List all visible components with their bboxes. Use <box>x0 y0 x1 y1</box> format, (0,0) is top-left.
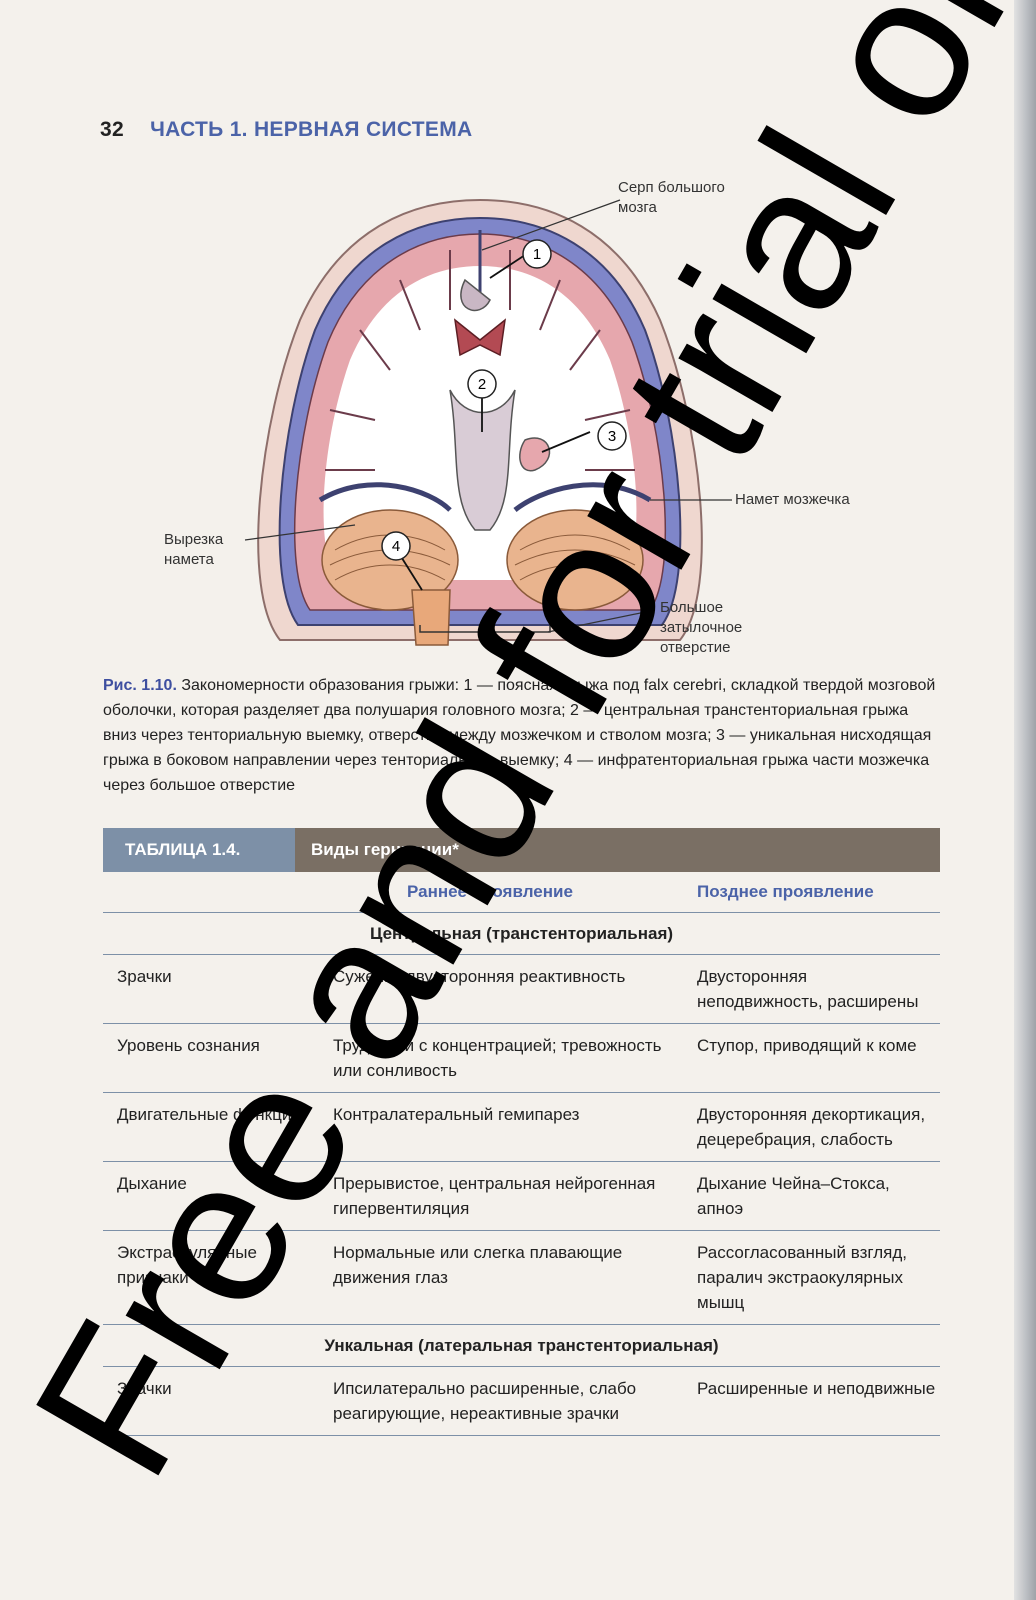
table-row: Дыхание Прерывистое, центральная нейроге… <box>103 1162 940 1231</box>
leader-lines <box>244 199 732 633</box>
markers: 1 2 3 4 <box>381 239 627 561</box>
col-header-sign <box>103 872 329 912</box>
figure-id: Рис. 1.10. <box>103 677 177 694</box>
table-row: Зрачки Ипсилатерально расширенные, слабо… <box>103 1367 940 1436</box>
marker-2: 2 <box>478 376 486 393</box>
table-id: ТАБЛИЦА 1.4. <box>103 828 295 872</box>
cerebellum-right <box>506 509 644 611</box>
corpus-callosum <box>453 318 507 357</box>
cell-sign: Дыхание <box>117 1174 187 1193</box>
cell-sign: Двигательные функции <box>117 1105 301 1124</box>
page-header: 32 ЧАСТЬ 1. НЕРВНАЯ СИСТЕМА <box>100 118 472 142</box>
cell-late: Ступор, приводящий к коме <box>697 1036 917 1055</box>
col-header-late: Позднее проявление <box>697 882 874 901</box>
cell-late: Расширенные и неподвижные <box>697 1379 936 1398</box>
cell-early: Нормальные или слегка плавающие движения… <box>333 1243 623 1287</box>
table-header-bar: ТАБЛИЦА 1.4. Виды герниации* <box>103 828 940 872</box>
cingulate-herniation <box>460 278 491 311</box>
cell-early: Ипсилатерально расширенные, слабо реагир… <box>333 1379 637 1423</box>
page-edge <box>1014 0 1036 1600</box>
table-row: Зрачки Сужены, двусторонняя реактивность… <box>103 955 940 1024</box>
section-central: Центральная (транстенториальная) <box>103 913 940 955</box>
page-number: 32 <box>100 118 124 141</box>
cell-early: Сужены, двусторонняя реактивность <box>333 967 626 986</box>
part-title: ЧАСТЬ 1. НЕРВНАЯ СИСТЕМА <box>150 118 473 141</box>
caption-text: Закономерности образования грыжи: 1 — по… <box>103 677 936 794</box>
herniation-table: Раннее проявление Позднее проявление Цен… <box>103 872 940 1436</box>
section-uncal: Ункальная (латеральная транстенториальна… <box>103 1325 940 1367</box>
table-row: Двигательные функции Контралатеральный г… <box>103 1093 940 1162</box>
cell-early: Контралатеральный гемипарез <box>333 1105 580 1124</box>
table-row: Уровень сознания Трудности с концентраци… <box>103 1024 940 1093</box>
sulci <box>325 250 635 471</box>
figure-caption: Рис. 1.10. Закономерности образования гр… <box>103 673 943 798</box>
central-herniation <box>449 389 516 531</box>
cell-late: Рассогласованный взгляд, паралич экстрао… <box>697 1243 907 1312</box>
cell-early: Трудности с концентрацией; тревожность и… <box>333 1036 662 1080</box>
arrows <box>399 254 591 591</box>
uncal-herniation <box>519 437 551 472</box>
cell-sign: Зрачки <box>117 1379 172 1398</box>
table-title: Виды герниации* <box>295 828 940 872</box>
cell-late: Дыхание Чейна–Стокса, апноэ <box>697 1174 890 1218</box>
cell-sign: Зрачки <box>117 967 172 986</box>
cell-late: Двусторонняя неподвижность, расширены <box>697 967 919 1011</box>
label-falx: Серп большого мозга <box>618 179 725 216</box>
table-row: Экстраокулярные признаки Нормальные или … <box>103 1231 940 1325</box>
marker-3: 3 <box>608 428 616 445</box>
table-column-headers: Раннее проявление Позднее проявление <box>103 872 940 913</box>
brain-diagram: 1 2 3 4 <box>244 198 732 646</box>
brain-herniation-figure: 1 2 3 4 Серп большого мозга Намет мозжеч… <box>150 170 870 665</box>
label-notch: Вырезка намета <box>164 531 224 568</box>
marker-1: 1 <box>533 246 541 263</box>
marker-4: 4 <box>392 538 400 555</box>
label-tentorium: Намет мозжечка <box>735 491 850 508</box>
tonsillar-herniation <box>411 589 451 646</box>
cell-sign: Уровень сознания <box>117 1036 260 1055</box>
cerebellum-left <box>321 509 459 611</box>
cell-early: Прерывистое, центральная нейрогенная гип… <box>333 1174 656 1218</box>
col-header-early: Раннее проявление <box>407 882 573 901</box>
foramen-magnum <box>419 625 551 633</box>
cell-late: Двусторонняя декортикация, децеребрация,… <box>697 1105 926 1149</box>
tentorium <box>318 482 652 512</box>
label-foramen: Большое затылочное отверстие <box>660 599 743 656</box>
cell-sign: Экстраокулярные признаки <box>117 1243 257 1287</box>
